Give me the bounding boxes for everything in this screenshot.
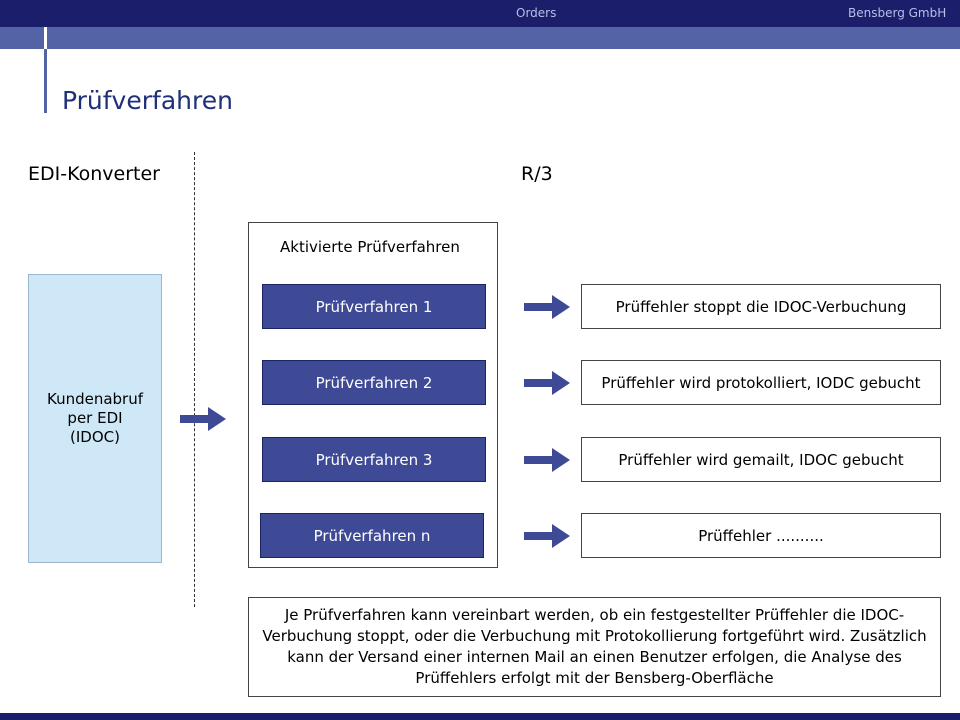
header-center-text: Orders xyxy=(516,6,557,20)
procedure-button-n[interactable]: Prüfverfahren n xyxy=(260,513,484,558)
result-box-2: Prüffehler wird protokolliert, IODC gebu… xyxy=(581,360,941,405)
note-box: Je Prüfverfahren kann vereinbart werden,… xyxy=(248,597,941,697)
source-box: Kundenabruf per EDI (IDOC) xyxy=(28,274,162,563)
system-divider xyxy=(194,152,195,607)
result-box-3: Prüffehler wird gemailt, IDOC gebucht xyxy=(581,437,941,482)
edi-converter-label: EDI-Konverter xyxy=(28,163,160,185)
source-line-3: (IDOC) xyxy=(70,428,120,446)
arrow-right-icon xyxy=(180,407,226,431)
arrow-right-icon xyxy=(524,295,570,319)
r3-label: R/3 xyxy=(521,163,553,185)
arrow-right-icon xyxy=(524,371,570,395)
result-box-n: Prüffehler .......... xyxy=(581,513,941,558)
header-bar: Orders Bensberg GmbH xyxy=(0,0,960,27)
source-line-1: Kundenabruf xyxy=(46,390,144,408)
procedure-button-3[interactable]: Prüfverfahren 3 xyxy=(262,437,486,482)
title-divider-line-inner xyxy=(44,49,47,113)
source-line-2: per EDI xyxy=(67,409,123,427)
result-box-1: Prüffehler stoppt die IDOC-Verbuchung xyxy=(581,284,941,329)
procedure-button-2[interactable]: Prüfverfahren 2 xyxy=(262,360,486,405)
header-subbar xyxy=(0,27,960,49)
arrow-right-icon xyxy=(524,524,570,548)
note-text: Je Prüfverfahren kann vereinbart werden,… xyxy=(262,606,927,687)
header-company-text: Bensberg GmbH xyxy=(848,6,947,20)
procedures-title: Aktivierte Prüfverfahren xyxy=(280,238,460,256)
procedure-button-1[interactable]: Prüfverfahren 1 xyxy=(262,284,486,329)
arrow-right-icon xyxy=(524,448,570,472)
page-title: Prüfverfahren xyxy=(62,86,233,115)
footer-bar xyxy=(0,713,960,720)
